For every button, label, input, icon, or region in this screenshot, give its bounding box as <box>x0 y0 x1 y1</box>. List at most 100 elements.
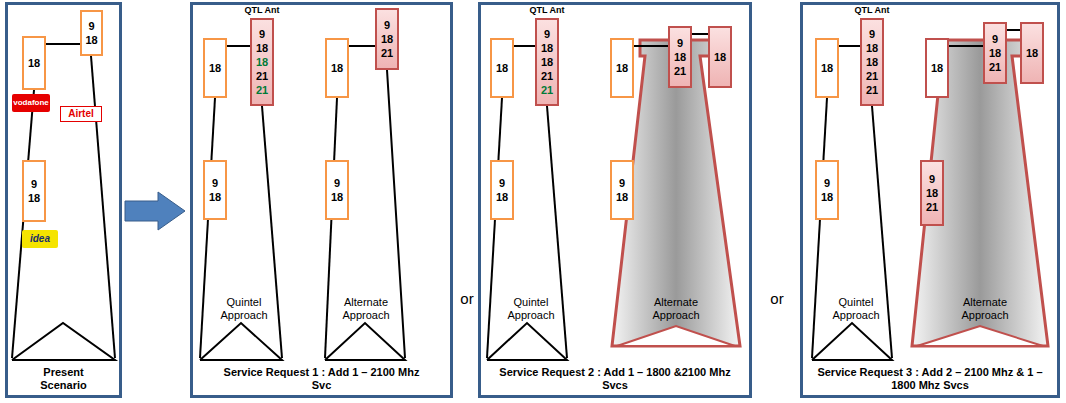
band-number: 9 <box>616 176 628 190</box>
approach-label: Alternate Approach <box>953 296 1017 322</box>
band-number: 18 <box>331 190 343 204</box>
transition-arrow <box>125 192 185 230</box>
band-list: 918 <box>331 176 343 204</box>
antenna-label: QTL Ant <box>236 5 288 16</box>
band-number: 18 <box>541 55 553 69</box>
approach-label: Quintel Approach <box>501 296 561 322</box>
band-list: 918182121 <box>256 27 268 97</box>
band-number: 18 <box>85 33 97 47</box>
band-number: 18 <box>926 186 938 200</box>
band-list: 918 <box>28 177 40 205</box>
band-number: 9 <box>256 27 268 41</box>
mount-bar <box>839 45 860 47</box>
antenna-box: 918 <box>80 10 103 56</box>
panel-caption: Service Request 3 : Add 2 – 2100 Mhz & 1… <box>810 366 1050 392</box>
band-number: 21 <box>381 46 393 60</box>
band-number: 18 <box>381 32 393 46</box>
band-number: 18 <box>714 50 726 64</box>
antenna-box: 18 <box>610 38 634 98</box>
band-number: 21 <box>541 69 553 83</box>
scenario-panel: Service Request 1 : Add 1 – 2100 Mhz Svc… <box>190 2 453 398</box>
antenna-box: 918182121 <box>535 18 559 106</box>
approach-label: Alternate Approach <box>334 296 398 322</box>
band-list: 91821 <box>674 36 686 78</box>
band-number: 18 <box>256 55 268 69</box>
caption-text: Service Request 1 : Add 1 – 2100 Mhz Svc <box>214 366 429 392</box>
band-number: 9 <box>674 36 686 50</box>
approach-label: Quintel Approach <box>826 296 886 322</box>
band-number: 18 <box>616 190 628 204</box>
band-number: 18 <box>866 55 878 69</box>
band-number: 18 <box>496 61 508 75</box>
approach-label: Quintel Approach <box>214 296 274 322</box>
band-list: 91821 <box>381 18 393 60</box>
band-number: 21 <box>674 64 686 78</box>
band-number: 18 <box>209 190 221 204</box>
band-number: 18 <box>931 61 943 75</box>
antenna-box: 18 <box>22 36 46 90</box>
band-list: 918 <box>821 176 833 204</box>
band-list: 18 <box>496 61 508 75</box>
band-list: 918182121 <box>866 27 878 97</box>
band-number: 18 <box>28 56 40 70</box>
band-list: 91821 <box>926 172 938 214</box>
band-number: 9 <box>381 18 393 32</box>
antenna-box: 918182121 <box>860 18 884 106</box>
band-number: 18 <box>331 61 343 75</box>
band-number: 18 <box>541 41 553 55</box>
antenna-box: 91821 <box>375 8 399 70</box>
antenna-box: 18 <box>490 38 514 98</box>
antenna-label: QTL Ant <box>521 5 573 16</box>
band-number: 18 <box>256 41 268 55</box>
band-list: 18 <box>821 61 833 75</box>
band-number: 9 <box>866 27 878 41</box>
mount-bar <box>692 33 708 35</box>
band-number: 9 <box>496 176 508 190</box>
band-list: 18 <box>28 56 40 70</box>
band-number: 9 <box>989 32 1001 46</box>
band-list: 918 <box>209 176 221 204</box>
band-number: 9 <box>28 177 40 191</box>
band-number: 9 <box>821 176 833 190</box>
panel-caption: Service Request 1 : Add 1 – 2100 Mhz Svc <box>214 366 429 392</box>
band-number: 9 <box>331 176 343 190</box>
panel-caption: Service Request 2 : Add 1 – 1800 &2100 M… <box>498 366 733 392</box>
band-number: 18 <box>209 61 221 75</box>
antenna-box: 918 <box>815 160 839 220</box>
band-number: 9 <box>85 19 97 33</box>
band-number: 9 <box>541 27 553 41</box>
band-number: 21 <box>926 200 938 214</box>
or-separator: or <box>456 290 478 308</box>
tower-base <box>617 326 735 346</box>
antenna-box: 918 <box>325 160 349 220</box>
or-separator: or <box>766 290 788 308</box>
band-list: 18 <box>616 61 628 75</box>
band-number: 18 <box>1026 46 1038 60</box>
antenna-box: 91821 <box>920 160 944 226</box>
antenna-box: 918182121 <box>250 18 274 106</box>
band-number: 18 <box>496 190 508 204</box>
band-list: 91821 <box>989 32 1001 74</box>
antenna-box: 91821 <box>668 26 692 88</box>
band-number: 21 <box>256 83 268 97</box>
antenna-box: 918 <box>22 160 46 222</box>
antenna-box: 18 <box>325 38 349 98</box>
band-list: 18 <box>714 50 726 64</box>
mount-bar <box>227 45 250 47</box>
caption-text: Service Request 2 : Add 1 – 1800 &2100 M… <box>498 366 733 392</box>
caption-text: Service Request 3 : Add 2 – 2100 Mhz & 1… <box>810 366 1050 392</box>
band-number: 18 <box>866 41 878 55</box>
caption-text: Present Scenario <box>28 366 100 392</box>
antenna-box: 91821 <box>983 22 1007 84</box>
tower-base <box>917 326 1043 346</box>
band-list: 918 <box>496 176 508 204</box>
antenna-box: 18 <box>815 38 839 98</box>
antenna-label: QTL Ant <box>846 5 898 16</box>
mount-bar <box>949 45 983 47</box>
band-number: 18 <box>674 50 686 64</box>
mount-bar <box>46 43 80 45</box>
scenario-panel: Service Request 2 : Add 1 – 1800 &2100 M… <box>478 2 752 398</box>
antenna-box: 18 <box>203 38 227 98</box>
operator-logo: vodafone <box>12 94 50 112</box>
